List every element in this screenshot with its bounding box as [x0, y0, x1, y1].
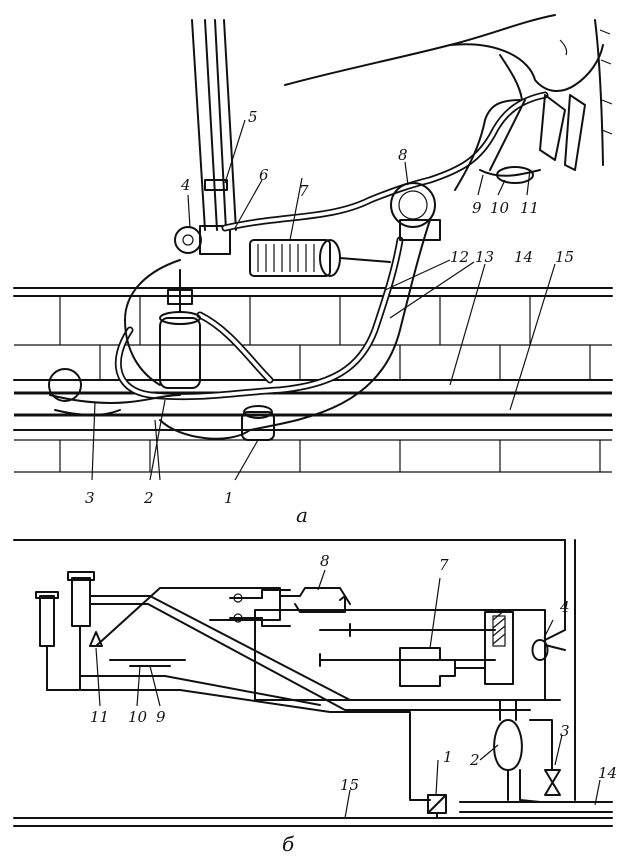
figure-a-leaders	[91, 119, 556, 481]
milk-meter-2	[159, 269, 201, 389]
label-a-7: 7	[299, 182, 309, 200]
label-b-9: 9	[156, 708, 166, 726]
vacuum-regulator-1	[241, 405, 275, 441]
label-b-15: 15	[340, 776, 359, 794]
vacuum-pipe-5	[191, 19, 237, 231]
label-a-5: 5	[248, 108, 258, 126]
figure-b-schematic	[13, 539, 613, 827]
milk-pipe-hoses	[114, 91, 549, 440]
figure-a-wall	[13, 287, 613, 473]
label-a-1: 1	[224, 489, 234, 507]
label-a-4: 4	[180, 176, 191, 194]
label-b-10: 10	[128, 708, 148, 726]
label-b-4: 4	[559, 598, 570, 616]
figure-a-labels: 1 2 3 4 5 6 7 8 9 10 11 12 13 14 15 а	[85, 108, 574, 527]
label-b-8: 8	[320, 552, 330, 570]
label-b-11: 11	[90, 708, 109, 726]
label-a-12: 12	[450, 248, 469, 266]
label-a-3: 3	[85, 489, 95, 507]
label-a-8: 8	[398, 146, 408, 164]
label-a-15: 15	[555, 248, 574, 266]
label-a-9: 9	[472, 199, 482, 217]
caption-a: а	[296, 503, 308, 527]
label-b-7: 7	[439, 556, 449, 574]
label-a-10: 10	[490, 199, 510, 217]
label-b-2: 2	[469, 751, 480, 769]
valve-3	[48, 368, 181, 416]
label-b-1: 1	[443, 748, 453, 766]
label-a-11: 11	[520, 199, 539, 217]
teat-cups-11	[479, 94, 586, 184]
label-a-2: 2	[143, 489, 154, 507]
cow-udder-outline	[284, 14, 613, 166]
pulsator-7	[249, 239, 391, 277]
label-b-14: 14	[598, 764, 617, 782]
label-a-13: 13	[475, 248, 494, 266]
figure-b-labels: 1 2 3 4 7 8 9 10 11 14 15 б	[90, 552, 617, 856]
label-b-3: 3	[560, 722, 570, 740]
collector-8	[390, 182, 441, 241]
caption-b: б	[282, 832, 295, 856]
pulsator-4	[174, 225, 231, 255]
label-a-14: 14	[514, 248, 533, 266]
label-a-6: 6	[259, 166, 269, 184]
